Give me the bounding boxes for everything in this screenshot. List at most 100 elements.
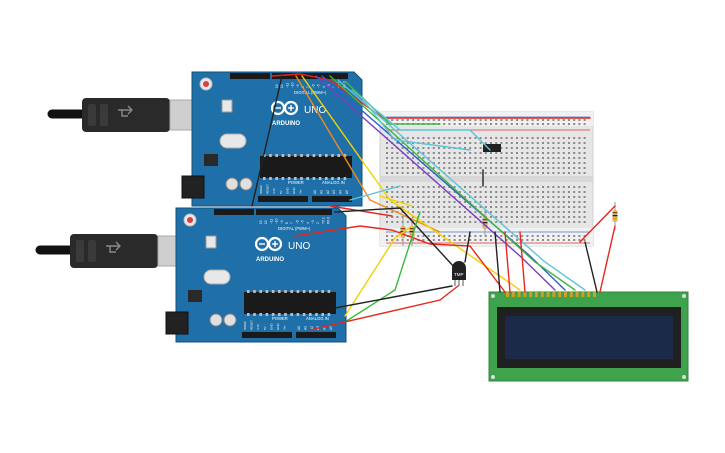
breadboard-hole: [583, 137, 586, 139]
breadboard-hole: [406, 172, 409, 174]
breadboard-hole: [474, 221, 477, 223]
power-pin-label: Vin: [283, 325, 287, 330]
breadboard-hole: [401, 206, 404, 208]
digital-pin-label: 12: [264, 220, 268, 224]
chip-pin: [296, 313, 300, 316]
breadboard-hole: [448, 167, 451, 169]
breadboard-hole: [526, 167, 529, 169]
breadboard-hole: [578, 235, 581, 237]
breadboard-hole: [427, 152, 430, 154]
breadboard-hole: [479, 137, 482, 139]
led-indicator: [205, 235, 217, 249]
breadboard-hole: [458, 162, 461, 164]
brand-label: ARDUINO: [256, 257, 284, 263]
breadboard-hole: [547, 211, 550, 213]
breadboard-hole: [552, 172, 555, 174]
breadboard-hole: [505, 162, 508, 164]
breadboard-hole: [521, 167, 524, 169]
breadboard-hole: [505, 119, 508, 121]
chip-pin: [312, 154, 316, 157]
breadboard-hole: [453, 206, 456, 208]
breadboard-hole: [422, 196, 425, 198]
wire: [379, 195, 413, 207]
power-pin-label: GND: [276, 323, 280, 331]
digital-pin-label: ~5: [317, 84, 321, 88]
breadboard-hole: [438, 172, 440, 174]
breadboard-hole: [406, 206, 409, 208]
breadboard-hole: [562, 137, 565, 139]
breadboard-hole: [495, 206, 498, 208]
usb-symbol-icon: [106, 241, 121, 253]
breadboard-hole: [458, 123, 461, 125]
digital-pin-label: 12: [280, 84, 284, 88]
chip-pin: [247, 313, 250, 316]
breadboard-hole: [412, 157, 414, 159]
breadboard-hole: [432, 216, 435, 218]
digital-pin-label: ~6: [295, 220, 299, 224]
chip-pin: [271, 313, 275, 316]
wire: [271, 73, 591, 119]
breadboard-hole: [557, 201, 560, 203]
breadboard-hole: [448, 152, 451, 154]
breadboard-hole: [516, 152, 518, 154]
breadboard-hole: [484, 211, 487, 213]
breadboard-hole: [432, 206, 435, 208]
breadboard-hole: [396, 167, 399, 169]
breadboard-hole: [531, 137, 534, 139]
breadboard-hole: [526, 239, 529, 241]
chip-pin: [302, 290, 306, 293]
breadboard-hole: [536, 119, 539, 121]
breadboard-hole: [573, 239, 576, 241]
breadboard-hole: [531, 123, 534, 125]
power-pin-label: Vin: [299, 189, 303, 194]
breadboard-hole: [521, 201, 524, 203]
breadboard-hole: [536, 206, 539, 208]
breadboard-hole: [396, 239, 399, 241]
breadboard-hole: [474, 157, 477, 159]
breadboard-hole: [516, 186, 518, 188]
breadboard-hole: [521, 119, 524, 121]
breadboard-hole: [469, 162, 472, 164]
digital-pin-label: ~6: [311, 84, 315, 88]
chip-pin: [278, 313, 281, 316]
breadboard-hole: [427, 162, 430, 164]
lcd-pin: [564, 292, 567, 297]
breadboard-hole: [391, 147, 394, 149]
breadboard-hole: [391, 162, 394, 164]
breadboard-hole: [464, 119, 466, 121]
breadboard-hole: [531, 119, 534, 121]
breadboard-hole: [479, 235, 482, 237]
breadboard-hole: [401, 186, 404, 188]
breadboard-hole: [469, 167, 472, 169]
breadboard-hole: [432, 191, 435, 193]
breadboard-hole: [432, 235, 435, 237]
breadboard-hole: [557, 119, 560, 121]
breadboard-hole: [531, 152, 534, 154]
breadboard-hole: [448, 191, 451, 193]
breadboard-hole: [516, 167, 518, 169]
breadboard-hole: [500, 221, 503, 223]
digital-pin-label: ~9: [280, 220, 284, 224]
breadboard-hole: [469, 119, 472, 121]
breadboard-hole: [484, 172, 487, 174]
breadboard-hole: [479, 123, 482, 125]
breadboard-hole: [458, 137, 461, 139]
breadboard-hole: [557, 235, 560, 237]
breadboard-hole: [500, 186, 503, 188]
capacitor: [223, 313, 237, 327]
breadboard-hole: [484, 191, 487, 193]
breadboard-hole: [526, 137, 529, 139]
breadboard-hole: [484, 167, 487, 169]
analog-pin-label: A1: [319, 190, 323, 194]
analog-pin-label: A1: [303, 326, 307, 330]
breadboard-hole: [583, 147, 586, 149]
breadboard-hole: [500, 119, 503, 121]
breadboard-hole: [443, 235, 446, 237]
breadboard-hole: [552, 221, 555, 223]
breadboard-hole: [510, 235, 513, 237]
breadboard-hole: [453, 201, 456, 203]
breadboard-hole: [531, 206, 534, 208]
breadboard-hole: [469, 239, 472, 241]
